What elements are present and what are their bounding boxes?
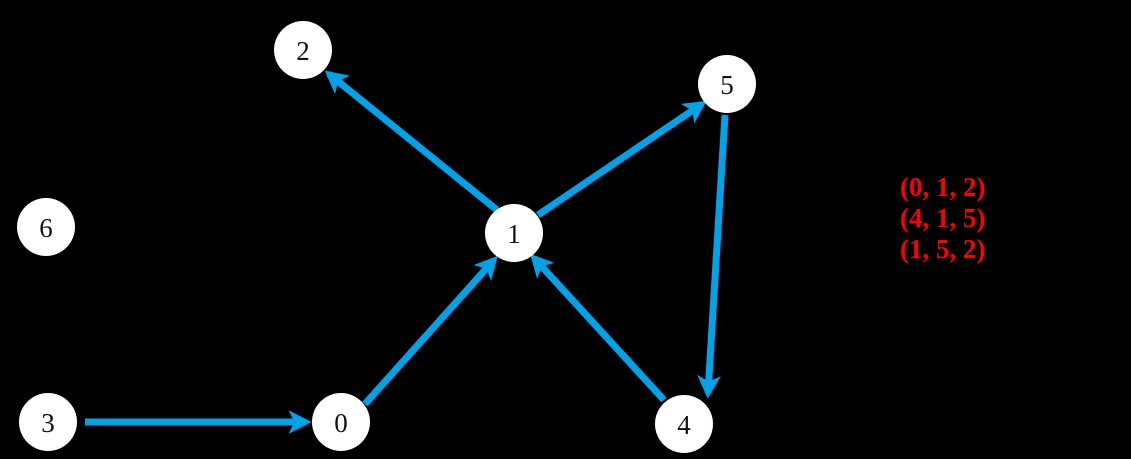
annotation-line-1: (4, 1, 5) xyxy=(900,203,985,233)
node-circle-1[interactable] xyxy=(485,204,543,262)
node-circle-6[interactable] xyxy=(17,198,75,256)
graph-node-2[interactable]: 2 xyxy=(274,21,332,79)
edges-layer xyxy=(85,70,729,434)
edge-1-to-2 xyxy=(324,70,500,213)
node-circle-5[interactable] xyxy=(698,55,756,113)
edge-5-to-4 xyxy=(697,114,729,399)
edge-0-to-1 xyxy=(362,255,498,407)
edge-1-to-5 xyxy=(536,100,707,218)
annotation-line-0: (0, 1, 2) xyxy=(900,172,985,202)
graph-node-5[interactable]: 5 xyxy=(698,55,756,113)
graph-node-1[interactable]: 1 xyxy=(485,204,543,262)
edge-triple-list: (0, 1, 2)(4, 1, 5)(1, 5, 2) xyxy=(900,172,985,264)
graph-node-3[interactable]: 3 xyxy=(19,393,77,451)
graph-node-6[interactable]: 6 xyxy=(17,198,75,256)
graph-node-0[interactable]: 0 xyxy=(312,393,370,451)
annotation-line-2: (1, 5, 2) xyxy=(900,234,985,264)
node-circle-3[interactable] xyxy=(19,393,77,451)
graph-node-4[interactable]: 4 xyxy=(655,395,713,453)
node-circle-4[interactable] xyxy=(655,395,713,453)
node-circle-0[interactable] xyxy=(312,393,370,451)
node-circle-2[interactable] xyxy=(274,21,332,79)
nodes-layer: 0 1 2 3 4 5 6 xyxy=(17,21,756,453)
edge-4-to-1 xyxy=(530,253,667,403)
